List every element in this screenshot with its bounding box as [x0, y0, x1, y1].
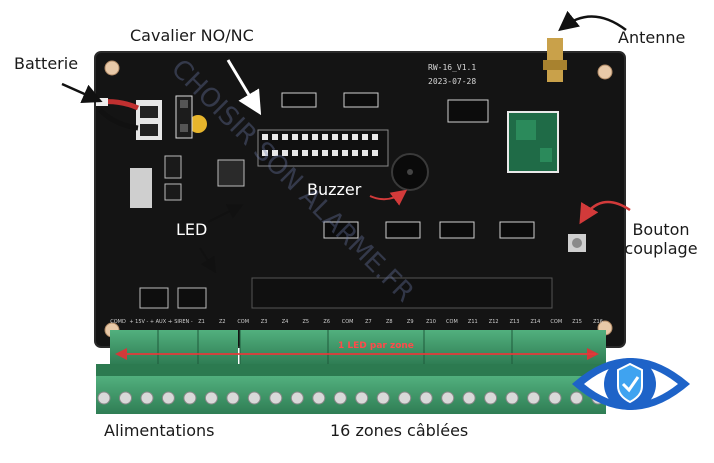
label-led: LED — [176, 220, 208, 239]
terminal-label: + 15V - — [129, 319, 148, 325]
cavalier-arrow — [226, 59, 262, 116]
terminal-label: Z4 — [282, 319, 289, 325]
screw-terminal — [398, 391, 412, 405]
terminal-label: Z2 — [219, 319, 226, 325]
terminal-blocks-upper — [110, 330, 606, 364]
terminal-label: COMD — [110, 319, 126, 325]
terminal-labels: COMD+ 15V -+ AUX -+ SIREN - Z1 Z2 COM Z3 Z4 Z5… — [110, 319, 603, 325]
screw-terminal — [119, 391, 132, 405]
label-buzzer: Buzzer — [307, 180, 362, 199]
label-zones: 16 zones câblées — [330, 421, 469, 440]
label-bouton-line2: couplage — [624, 239, 698, 258]
label-alimentations: Alimentations — [104, 421, 215, 440]
screw-terminal — [355, 391, 369, 405]
terminal-label: Z15 — [572, 319, 582, 325]
screw-terminal — [140, 391, 154, 405]
screw-terminal — [419, 391, 433, 405]
terminal-label: COM — [446, 319, 458, 325]
terminal-label: COM — [237, 319, 249, 325]
screw-terminal — [462, 391, 476, 405]
screw-terminal — [204, 391, 218, 405]
terminal-label: Z10 — [426, 319, 436, 325]
terminal-label: Z13 — [510, 319, 520, 325]
label-bouton-line1: Bouton — [632, 220, 690, 239]
terminal-label: + SIREN - — [168, 319, 192, 325]
battery-arrow — [61, 82, 103, 104]
screw-terminal — [312, 391, 326, 405]
screw-terminal — [570, 391, 583, 405]
terminal-label: Z16 — [593, 319, 603, 325]
screw-terminal — [269, 391, 283, 405]
jumper-strip — [257, 129, 389, 167]
screw-terminal — [97, 391, 111, 405]
led-arrow-1 — [207, 204, 244, 223]
screw-terminal — [505, 391, 519, 405]
eye-shield-logo — [572, 358, 690, 410]
terminal-label: Z3 — [261, 319, 268, 325]
buzzer-arrow — [369, 189, 408, 206]
screw-terminal — [441, 391, 455, 405]
screw-terminal — [376, 391, 390, 405]
terminal-screws — [97, 391, 605, 405]
terminal-label: COM — [342, 319, 354, 325]
screw-terminal — [333, 391, 347, 405]
led-arrow-2 — [199, 247, 217, 274]
zone-components — [139, 277, 553, 309]
screw-terminal — [247, 391, 261, 405]
terminal-label: Z1 — [198, 319, 205, 325]
terminal-label: Z11 — [468, 319, 478, 325]
screw-terminal — [527, 391, 541, 405]
terminal-label: + AUX - — [150, 319, 170, 325]
terminal-label: COM — [550, 319, 562, 325]
terminal-label: Z8 — [386, 319, 393, 325]
bouton-arrow — [579, 200, 631, 225]
terminal-label: Z12 — [489, 319, 499, 325]
screw-terminal — [484, 391, 498, 405]
ic-chips-top — [281, 92, 489, 123]
pcb-board — [95, 52, 625, 347]
terminal-label: Z9 — [407, 319, 414, 325]
board-date: 2023-07-28 — [428, 77, 476, 86]
label-bouton: Bouton couplage — [624, 220, 698, 258]
label-cavalier: Cavalier NO/NC — [130, 26, 254, 45]
led-per-zone-label: 1 LED par zone — [338, 341, 414, 351]
screw-terminal — [548, 391, 562, 405]
screw-terminal — [183, 391, 197, 405]
screw-terminal — [226, 391, 240, 405]
label-antenne: Antenne — [618, 28, 686, 47]
screw-terminal — [290, 391, 304, 405]
terminal-label: Z6 — [323, 319, 330, 325]
board-model: RW-16_V1.1 — [428, 63, 476, 72]
terminal-label: Z14 — [531, 319, 541, 325]
antenna-arrow — [558, 10, 627, 32]
terminal-label: Z5 — [302, 319, 309, 325]
label-batterie: Batterie — [14, 54, 79, 73]
terminal-label: Z7 — [365, 319, 372, 325]
screw-terminal — [161, 391, 175, 405]
